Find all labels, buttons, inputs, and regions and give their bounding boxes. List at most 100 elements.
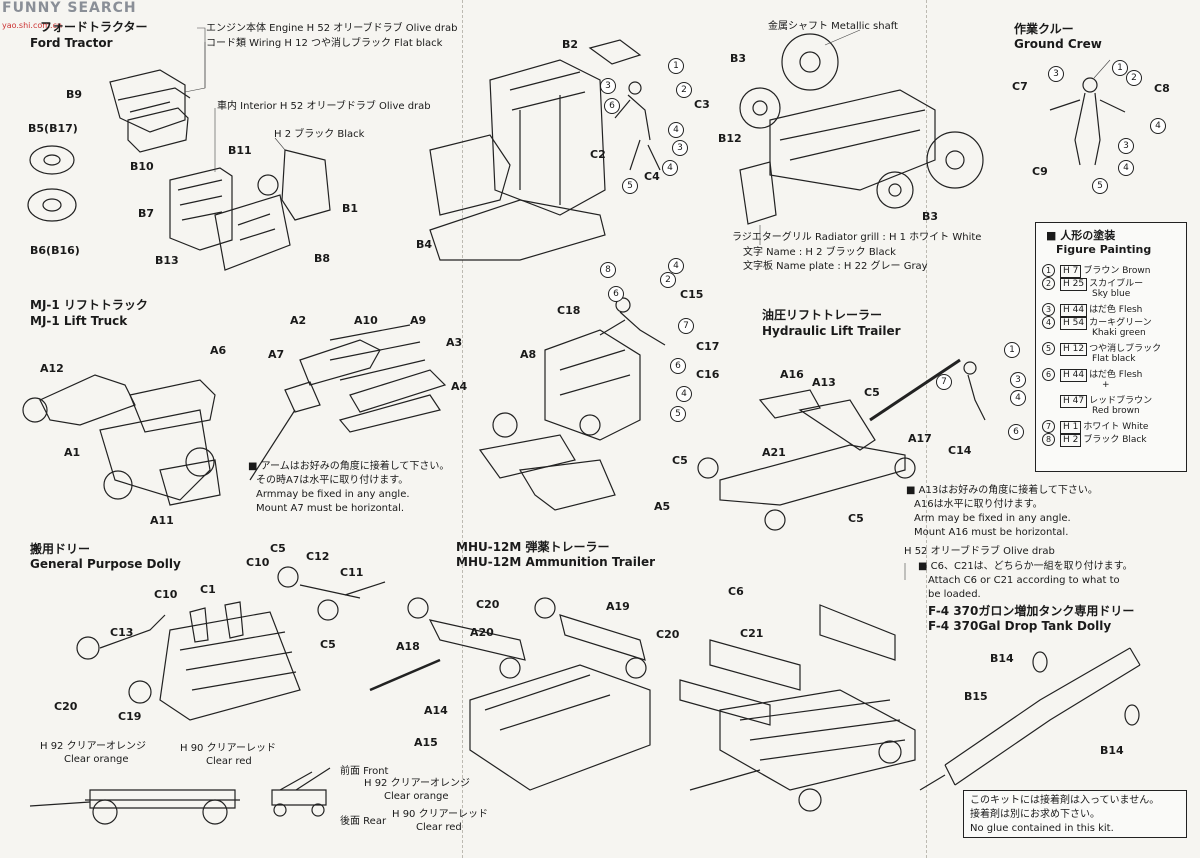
part-label: C5 bbox=[270, 542, 286, 555]
part-label: B6(B16) bbox=[30, 244, 80, 257]
part-label: C3 bbox=[694, 98, 710, 111]
section-title-f4-en: F-4 370Gal Drop Tank Dolly bbox=[928, 619, 1112, 633]
section-title-crew-jp: 作業クルー bbox=[1014, 22, 1074, 36]
note-c6-en1: Attach C6 or C21 according to what to bbox=[928, 575, 1120, 586]
drawing-a6 bbox=[129, 379, 216, 433]
drawing-b1 bbox=[281, 149, 331, 221]
callout-circle: 1 bbox=[668, 58, 684, 74]
drawing-c19 bbox=[159, 611, 301, 721]
note-nameplate: 文字板 Name plate : H 22 グレー Gray bbox=[743, 261, 928, 272]
drawing-b2 bbox=[588, 39, 642, 65]
callout-circle: 3 bbox=[1118, 138, 1134, 154]
section-title-hydraulic-en: Hydraulic Lift Trailer bbox=[762, 324, 901, 338]
note-a13-en2: Mount A16 must be horizontal. bbox=[914, 527, 1069, 538]
part-label: C13 bbox=[110, 626, 134, 639]
drawing-lift-truck bbox=[544, 329, 641, 441]
drawing-a12 bbox=[39, 374, 136, 426]
part-label: B1 bbox=[342, 202, 359, 215]
part-label: C19 bbox=[118, 710, 142, 723]
part-label: B14 bbox=[1100, 744, 1124, 757]
part-label: C12 bbox=[306, 550, 330, 563]
note-rear: 後面 Rear bbox=[340, 816, 387, 827]
section-title-mhu-en: MHU-12M Ammunition Trailer bbox=[456, 555, 656, 569]
callout-circle: 6 bbox=[1008, 424, 1024, 440]
part-label: A21 bbox=[762, 446, 786, 459]
drawing-b9 bbox=[109, 69, 186, 133]
part-label: A12 bbox=[40, 362, 64, 375]
drawing-a7 bbox=[284, 381, 321, 413]
drawing-crew-head bbox=[1082, 77, 1098, 93]
drawing-axle-front bbox=[428, 619, 526, 661]
part-label: A1 bbox=[64, 446, 81, 459]
paint-code: H 44 bbox=[1060, 304, 1088, 317]
callout-circle: 6 bbox=[670, 358, 686, 374]
part-label: C16 bbox=[696, 368, 720, 381]
paint-name: カーキグリーン bbox=[1089, 318, 1152, 328]
fold-line bbox=[462, 0, 463, 858]
drawing-wheel-b3 bbox=[739, 87, 781, 129]
drawing-a13 bbox=[798, 399, 876, 451]
note-radiator: ラジエターグリル Radiator grill : H 1 ホワイト White bbox=[732, 232, 982, 243]
glue-note-jp2: 接着剤は別にお求め下さい。 bbox=[970, 809, 1100, 820]
part-label: A11 bbox=[150, 514, 174, 527]
note-arm-jp2: その時A7は水平に取り付けます。 bbox=[256, 475, 409, 486]
paint-name-en: Flat black bbox=[1092, 354, 1136, 364]
callout-circle: 1 bbox=[1112, 60, 1128, 76]
part-label: C17 bbox=[696, 340, 720, 353]
paint-number: 8 bbox=[1042, 433, 1055, 446]
callout-circle: 4 bbox=[1010, 390, 1026, 406]
note-a13-jp2: A16は水平に取り付けます。 bbox=[914, 499, 1043, 510]
drawing-dolly-side bbox=[85, 789, 240, 809]
section-title-dolly-jp: 搬用ドリー bbox=[30, 542, 91, 556]
part-label: B5(B17) bbox=[28, 122, 78, 135]
note-arm-jp1: ■ アームはお好みの角度に接着して下さい。 bbox=[248, 461, 450, 472]
part-label: A9 bbox=[410, 314, 427, 327]
paint-name-en: + bbox=[1102, 380, 1110, 390]
paint-number: 2 bbox=[1042, 277, 1055, 290]
note-clear-red-2: Clear red bbox=[206, 756, 252, 767]
note-interior: 車内 Interior H 52 オリーブドラブ Olive drab bbox=[217, 101, 431, 112]
paint-name-en: Khaki green bbox=[1092, 328, 1146, 338]
part-label: C15 bbox=[680, 288, 704, 301]
drawing-crew2-head bbox=[615, 297, 631, 313]
drawing-b10 bbox=[127, 107, 189, 153]
callout-circle: 4 bbox=[668, 258, 684, 274]
paint-name: はだ色 Flesh bbox=[1089, 370, 1143, 380]
note-engine: エンジン本体 Engine H 52 オリーブドラブ Olive drab bbox=[206, 23, 458, 34]
section-title-mj1-jp: MJ-1 リフトトラック bbox=[30, 298, 148, 312]
drawing-a5 bbox=[519, 459, 616, 511]
part-label: B3 bbox=[730, 52, 747, 65]
paint-code: H 54 bbox=[1060, 317, 1088, 330]
callout-circle: 3 bbox=[672, 140, 688, 156]
part-label: B11 bbox=[228, 144, 252, 157]
drawing-wheel-b6 bbox=[27, 188, 77, 222]
part-label: A16 bbox=[780, 368, 804, 381]
glue-note-jp: このキットには接着剤は入っていません。 bbox=[970, 795, 1160, 806]
part-label: C21 bbox=[740, 627, 764, 640]
part-label: C20 bbox=[656, 628, 680, 641]
part-label: A3 bbox=[446, 336, 463, 349]
paint-code: H 12 bbox=[1060, 343, 1088, 356]
drawing-a10 bbox=[329, 324, 426, 381]
part-label: A15 bbox=[414, 736, 438, 749]
note-front: 前面 Front bbox=[340, 766, 389, 777]
section-title-ford-jp: フォードトラクター bbox=[40, 20, 148, 34]
note-c6-en2: be loaded. bbox=[928, 589, 981, 600]
note-a13-jp1: ■ A13はお好みの角度に接着して下さい。 bbox=[906, 485, 1098, 496]
callout-circle: 6 bbox=[604, 98, 620, 114]
paint-name: つや消しブラック bbox=[1089, 344, 1162, 354]
part-label: B13 bbox=[155, 254, 179, 267]
callout-circle: 5 bbox=[670, 406, 686, 422]
section-title-mj1-en: MJ-1 Lift Truck bbox=[30, 314, 128, 328]
paint-number: 1 bbox=[1042, 264, 1055, 277]
drawing-rear-wheel bbox=[781, 33, 839, 91]
part-label: A10 bbox=[354, 314, 378, 327]
drawing-a2 bbox=[299, 339, 381, 386]
note-metallic-shaft: 金属シャフト Metallic shaft bbox=[768, 21, 898, 32]
paint-name-en: Red brown bbox=[1092, 406, 1140, 416]
paint-name: ホワイト White bbox=[1083, 422, 1149, 432]
part-label: A7 bbox=[268, 348, 285, 361]
